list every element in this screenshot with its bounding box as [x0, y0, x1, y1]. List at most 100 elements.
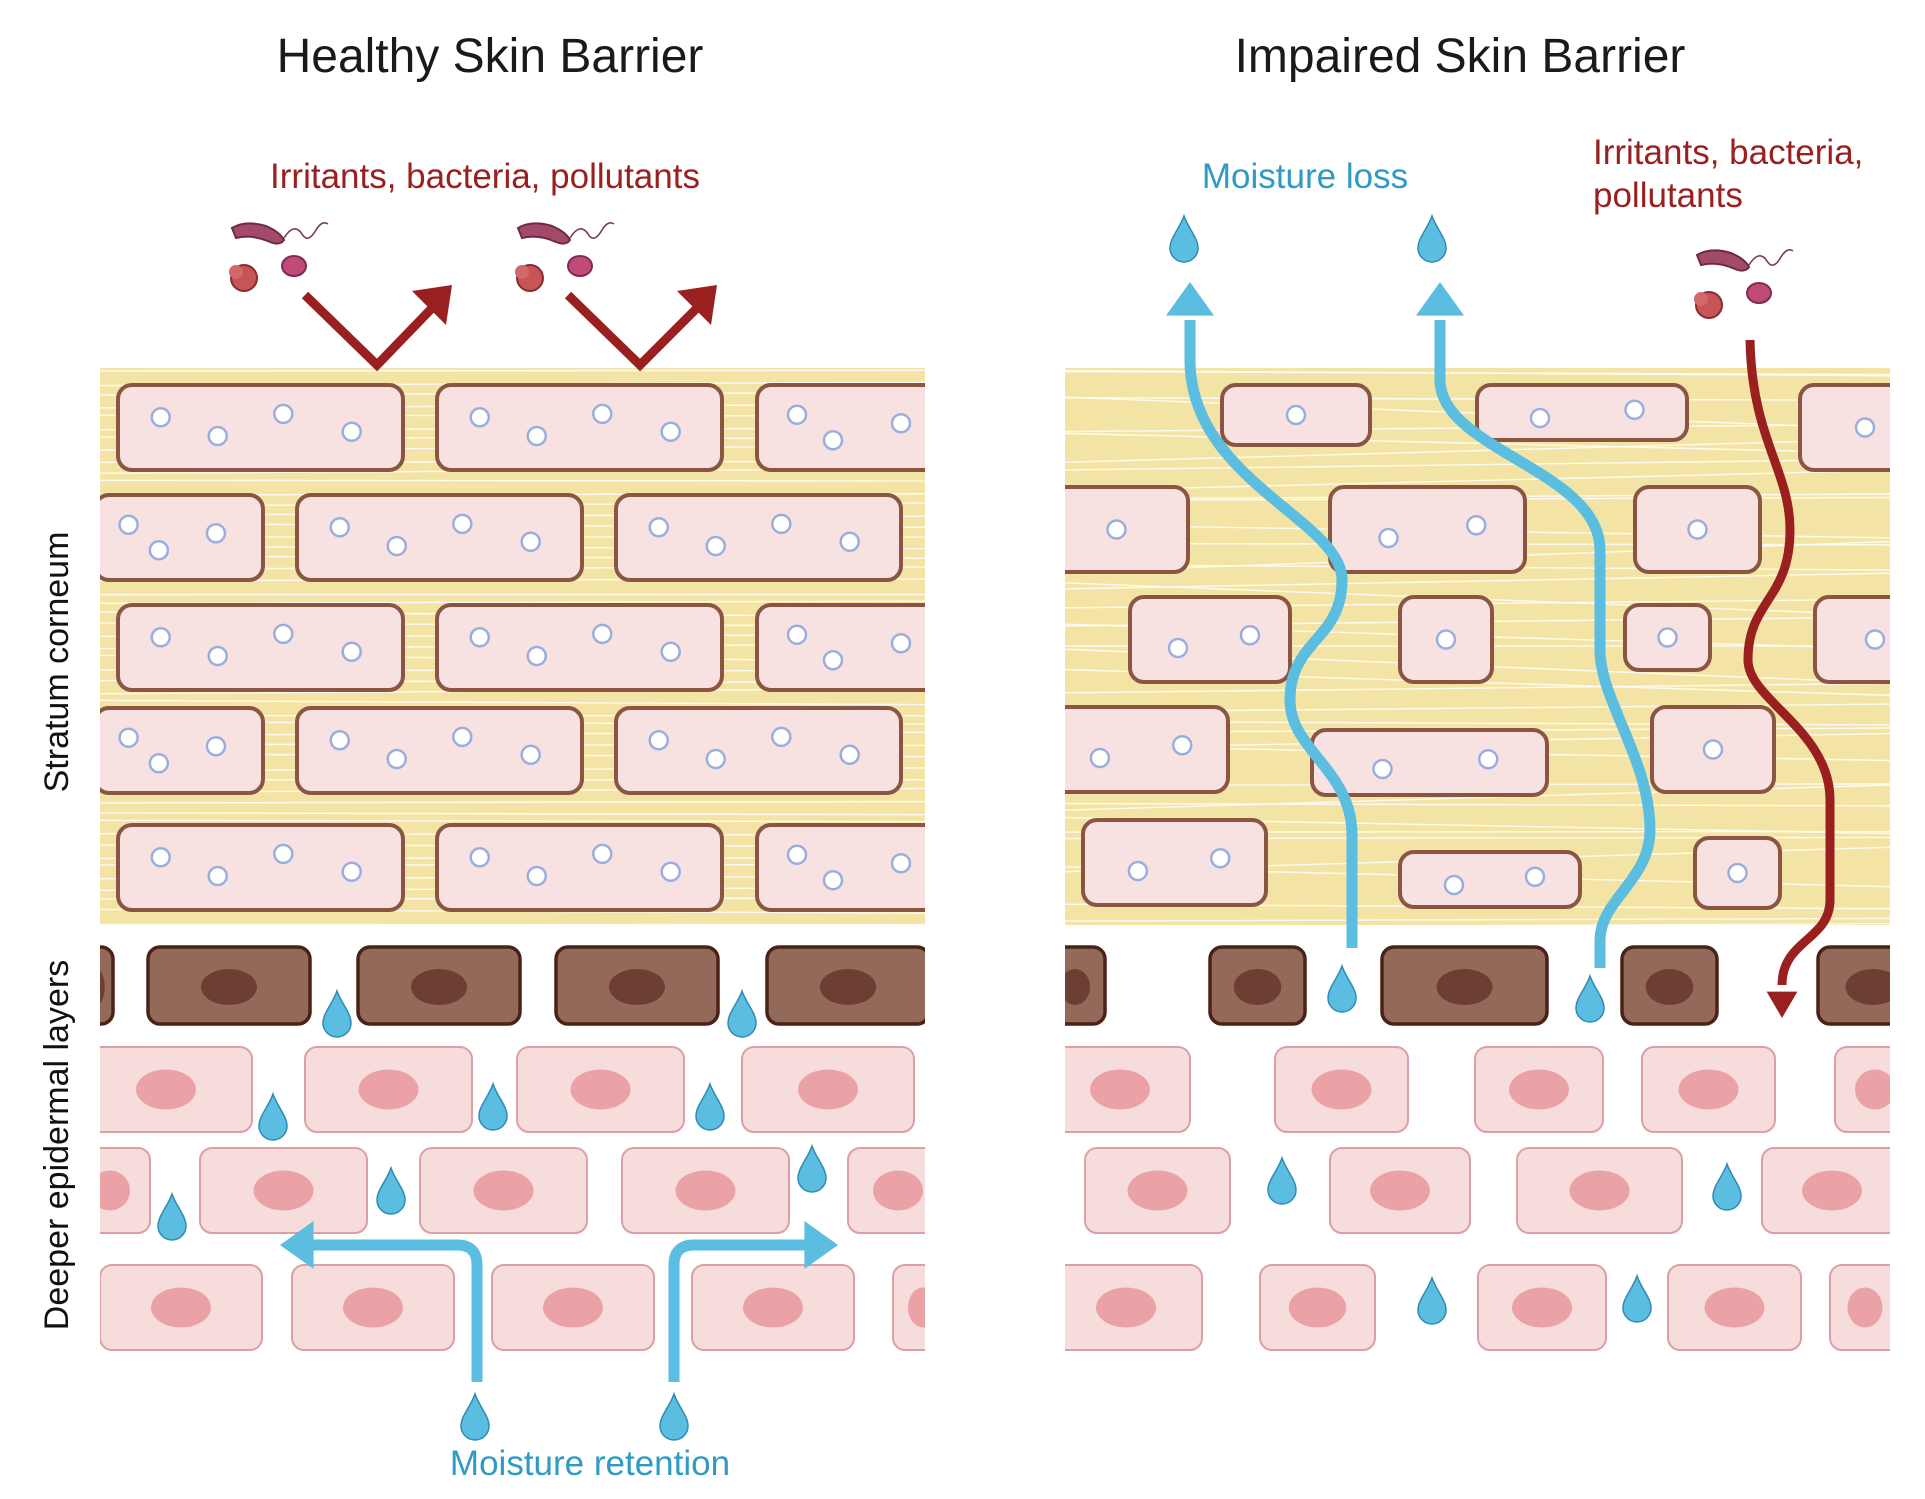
epidermal-cell-nucleus	[1512, 1287, 1572, 1328]
corneocyte	[1475, 383, 1689, 442]
healthy-threat-label: Irritants, bacteria, pollutants	[270, 157, 700, 196]
moisturizing-factor-dot	[118, 514, 139, 535]
arrowhead	[677, 285, 717, 325]
epidermal-cell-nucleus	[675, 1170, 736, 1211]
arrowhead	[280, 1221, 314, 1269]
moisturizing-factor-dot	[786, 404, 808, 425]
moisturizing-factor-dot	[205, 736, 227, 757]
moisturizing-factor-dot	[273, 623, 294, 645]
granular-cell-nucleus	[820, 969, 876, 1005]
corneocyte	[755, 823, 925, 912]
moisturizing-factor-dot	[822, 650, 844, 671]
healthy-panel	[100, 222, 925, 1441]
moisturizing-factor-dot	[520, 744, 541, 765]
arrowhead	[1766, 991, 1798, 1018]
moisturizing-factor-dot	[148, 540, 170, 561]
corneocyte	[755, 383, 925, 472]
bacteria-icon	[516, 222, 572, 245]
epidermal-cell-nucleus	[1288, 1287, 1347, 1328]
deflected-threat-arrow	[564, 291, 704, 372]
moisturizing-factor-dot	[341, 641, 362, 662]
epidermal-cell-nucleus	[1855, 1069, 1890, 1110]
epidermal-cell-nucleus	[1509, 1069, 1569, 1110]
lipid-fibre	[1065, 922, 1890, 929]
moisturizing-factor-dot	[469, 407, 490, 428]
moisturizing-factor-dot	[660, 641, 681, 662]
moisturizing-factor-dot	[150, 407, 171, 428]
water-droplet-icon	[1712, 1161, 1742, 1211]
moisturizing-factor-dot	[469, 627, 490, 648]
water-droplet-icon	[659, 1391, 689, 1441]
epidermal-cell-nucleus	[358, 1069, 419, 1110]
corneocyte	[295, 493, 584, 582]
moisturizing-factor-dot	[1285, 404, 1307, 426]
moisturizing-factor-dot	[207, 645, 228, 667]
stratum-corneum-label: Stratum corneum	[38, 532, 76, 793]
lipid-fibre	[100, 600, 925, 605]
lipid-fibre	[1065, 572, 1890, 590]
water-droplet-icon	[376, 1165, 406, 1215]
water-droplet-icon	[157, 1191, 187, 1241]
lipid-fibre	[1065, 438, 1890, 463]
lipid-fibre	[100, 479, 925, 482]
moisturizing-factor-dot	[1524, 866, 1546, 887]
epidermal-cell-nucleus	[1847, 1287, 1883, 1328]
corneocyte	[1310, 728, 1549, 797]
moisturizing-factor-dot	[273, 403, 294, 425]
epidermal-cell-nucleus	[253, 1170, 314, 1211]
moisturizing-factor-dot	[207, 425, 228, 447]
moisturizing-factor-dot	[822, 430, 844, 451]
moisturizing-factor-dot	[386, 535, 407, 557]
moisturizing-factor-dot	[1372, 758, 1393, 780]
moisturizing-factor-dot	[1239, 625, 1261, 646]
arrowhead	[804, 1221, 838, 1269]
epidermal-cell-nucleus	[100, 1170, 130, 1211]
moisturizing-factor-dot	[648, 730, 669, 751]
corneocyte	[614, 493, 903, 582]
moisturizing-factor-dot	[771, 513, 792, 535]
moisturizing-factor-dot	[341, 421, 362, 442]
moisturizing-factor-dot	[386, 748, 407, 770]
moisture-loss-arrow	[1184, 320, 1358, 948]
epidermal-cell-nucleus	[136, 1069, 196, 1110]
moisturizing-factor-dot	[592, 403, 613, 425]
corneocyte	[116, 603, 405, 692]
impaired-stratum-corneum-cells	[1065, 383, 1890, 910]
water-droplet-icon	[1169, 213, 1199, 263]
moisturizing-factor-dot	[1624, 399, 1645, 420]
moisture-retention-arrow	[308, 1239, 483, 1382]
water-droplet-icon	[478, 1081, 508, 1131]
moisturizing-factor-dot	[771, 726, 792, 748]
impaired-threat-icons	[1694, 249, 1794, 319]
epidermal-cell-nucleus	[873, 1170, 923, 1211]
granular-cell-nucleus	[411, 969, 467, 1005]
arrowhead	[1166, 282, 1214, 316]
water-droplet-icon	[1417, 1275, 1447, 1325]
moisturizing-factor-dot	[207, 865, 228, 887]
water-droplet-icon	[258, 1091, 288, 1141]
granular-cell-nucleus	[1233, 969, 1282, 1005]
lipid-fibre	[100, 819, 925, 823]
moisturizing-factor-dot	[1702, 739, 1724, 760]
moisturizing-factor-dot	[329, 730, 350, 751]
corneocyte	[1128, 595, 1292, 684]
pollutant-particle-lobe	[515, 265, 529, 279]
healthy-threat-icons	[229, 222, 615, 292]
lipid-fibre	[100, 369, 925, 372]
moisturizing-factor-dot	[1727, 862, 1748, 884]
corneocyte	[1813, 595, 1890, 684]
healthy-stratum-corneum-cells	[100, 383, 925, 912]
corneocyte	[116, 823, 405, 912]
moisturizing-factor-dot	[273, 843, 294, 865]
corneocyte	[295, 706, 584, 795]
corneocyte	[1798, 383, 1890, 472]
epidermal-cell-nucleus	[473, 1170, 534, 1211]
moisturizing-factor-dot	[452, 513, 473, 535]
impaired-water-droplets	[1169, 213, 1742, 1325]
lipid-fibre	[1065, 469, 1890, 492]
corneocyte	[116, 383, 405, 472]
water-droplet-icon	[1575, 973, 1605, 1023]
epidermal-cell-nucleus	[1090, 1069, 1150, 1110]
moisturizing-factor-dot	[526, 425, 547, 447]
penetrating-threat-arrow	[1743, 339, 1835, 986]
